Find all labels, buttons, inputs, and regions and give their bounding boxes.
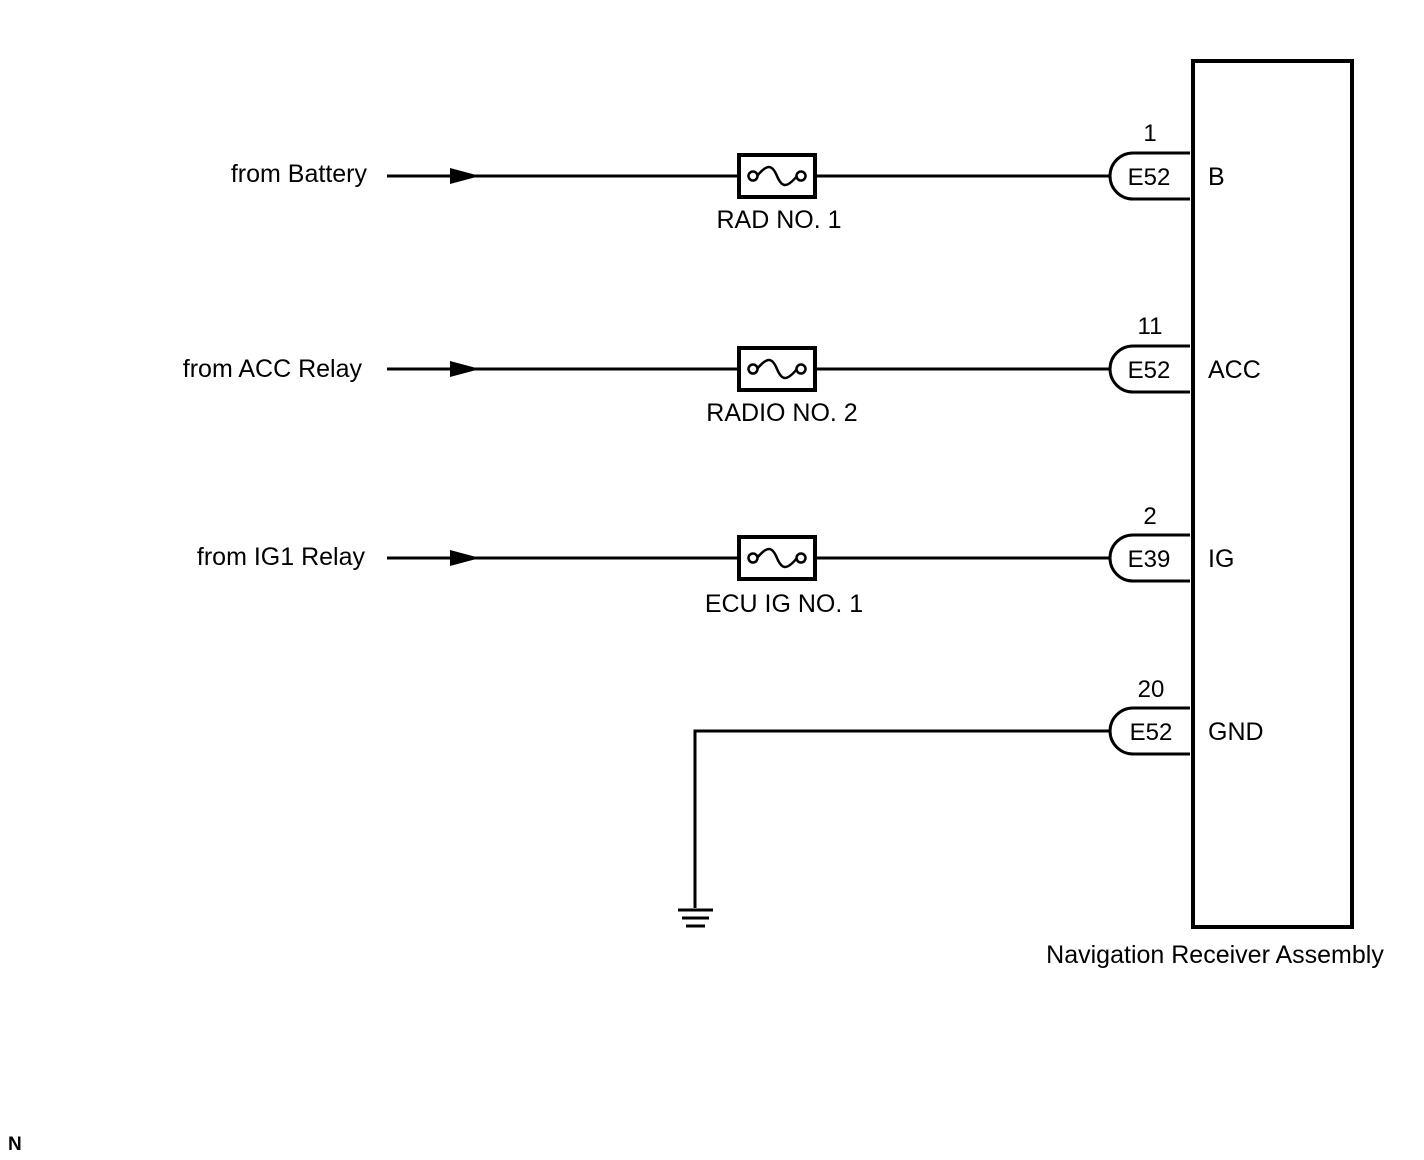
connector-shape [1108,151,1190,201]
pin-number: 20 [1138,676,1165,703]
connector-code: E52 [1128,357,1171,384]
circuit-battery: from Battery RAD NO. 1 1 E52 B [231,120,1225,234]
terminal-label: B [1208,163,1225,191]
connector-shape [1108,533,1190,583]
receiver-label: Navigation Receiver Assembly [1046,941,1384,969]
pin-number: 11 [1138,313,1163,340]
pin-number: 2 [1143,503,1156,530]
fuse-label: RAD NO. 1 [716,206,841,234]
fuse-icon [737,346,817,392]
connector-code: E52 [1128,164,1171,191]
connector-shape [1108,706,1190,756]
ground-wire [693,729,1112,908]
receiver-box [1191,59,1354,929]
connector-code: E52 [1130,719,1173,746]
arrow-icon [450,361,480,377]
circuit-acc: from ACC Relay RADIO NO. 2 11 E52 ACC [183,313,1261,427]
source-label: from IG1 Relay [197,543,366,571]
footer-mark: N [8,1134,22,1155]
connector-shape [1108,344,1190,394]
terminal-label: GND [1208,718,1264,746]
terminal-label: IG [1208,545,1234,573]
terminal-label: ACC [1208,356,1261,384]
pin-number: 1 [1143,120,1156,147]
ground-icon [678,908,713,928]
arrow-icon [450,550,480,566]
circuit-ig1: from IG1 Relay ECU IG NO. 1 2 E39 IG [197,503,1235,618]
fuse-icon [737,153,817,199]
fuse-label: ECU IG NO. 1 [705,590,863,618]
fuse-icon [737,535,817,581]
source-label: from ACC Relay [183,355,363,383]
fuse-label: RADIO NO. 2 [706,399,857,427]
arrow-icon [450,168,480,184]
source-label: from Battery [231,160,368,188]
connector-code: E39 [1128,546,1171,573]
circuit-ground: 20 E52 GND [678,676,1264,928]
